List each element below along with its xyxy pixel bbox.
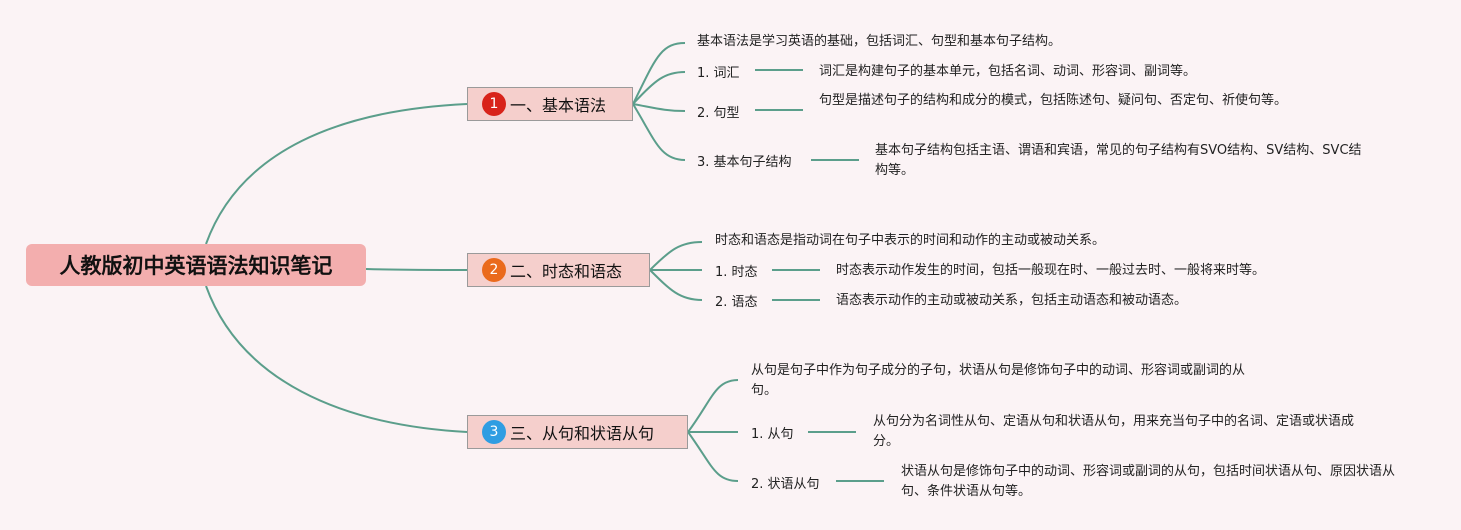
topic-title: 一、基本语法: [510, 96, 607, 115]
topic-2-intro: 时态和语态是指动词在句子中表示的时间和动作的主动或被动关系。: [715, 233, 1106, 248]
topic-1-item-1-desc: 词汇是构建句子的基本单元，包括名词、动词、形容词、副词等。: [819, 64, 1197, 79]
topic-3-intro: 从句是句子中作为句子成分的子句，状语从句是修饰句子中的动词、形容词或副词的从句。: [751, 363, 1246, 398]
topic-1-item-3-label: 3. 基本句子结构: [697, 155, 792, 170]
topic-node-2[interactable]: 2 二、时态和语态: [467, 253, 650, 287]
root-title: 人教版初中英语语法知识笔记: [59, 254, 333, 278]
topic-node-1[interactable]: 1 一、基本语法: [467, 87, 633, 121]
connector-topic-1-item-1: [632, 71, 686, 105]
topic-title: 三、从句和状语从句: [510, 424, 655, 443]
topic-3-item-2-desc: 状语从句是修饰句子中的动词、形容词或副词的从句，包括时间状语从句、原因状语从句、…: [901, 464, 1396, 499]
topic-3-item-1-desc: 从句分为名词性从句、定语从句和状语从句，用来充当句子中的名词、定语或状语成分。: [873, 414, 1355, 449]
topic-1-item-2-label: 2. 句型: [697, 106, 740, 121]
topic-1-intro: 基本语法是学习英语的基础，包括词汇、句型和基本句子结构。: [697, 34, 1062, 49]
topic-1-item-3-desc: 基本句子结构包括主语、谓语和宾语，常见的句子结构有SVO结构、SV结构、SVC结…: [875, 143, 1362, 178]
connector-topic-3-intro: [687, 379, 739, 433]
badge-1: 1: [482, 92, 506, 116]
connector-root-topic-1: [205, 103, 468, 245]
connector-root-topic-2: [365, 268, 468, 271]
connector-root-topic-3: [205, 285, 468, 433]
topic-1-item-1-label: 1. 词汇: [697, 66, 740, 81]
badge-2: 2: [482, 258, 506, 282]
connector-topic-2-item-2: [649, 269, 703, 301]
topic-2-item-1-desc: 时态表示动作发生的时间，包括一般现在时、一般过去时、一般将来时等。: [836, 263, 1266, 278]
root-node[interactable]: 人教版初中英语语法知识笔记: [26, 244, 366, 286]
connector-topic-1-item-3: [632, 103, 686, 161]
topic-2-item-2-label: 2. 语态: [715, 295, 758, 310]
topic-3-item-2-label: 2. 状语从句: [751, 477, 820, 492]
connector-topic-3-item-2: [687, 431, 739, 482]
topic-3-item-1-label: 1. 从句: [751, 427, 794, 442]
connector-topic-1-item-2: [632, 103, 686, 112]
connector-topic-2-intro: [649, 241, 703, 271]
topic-node-3[interactable]: 3 三、从句和状语从句: [467, 415, 688, 449]
connector-topic-1-intro: [632, 42, 686, 105]
topic-2-item-2-desc: 语态表示动作的主动或被动关系，包括主动语态和被动语态。: [836, 293, 1188, 308]
badge-3: 3: [482, 420, 506, 444]
topic-title: 二、时态和语态: [510, 262, 623, 281]
topic-2-item-1-label: 1. 时态: [715, 265, 758, 280]
topic-1-item-2-desc: 句型是描述句子的结构和成分的模式，包括陈述句、疑问句、否定句、祈使句等。: [819, 93, 1288, 108]
